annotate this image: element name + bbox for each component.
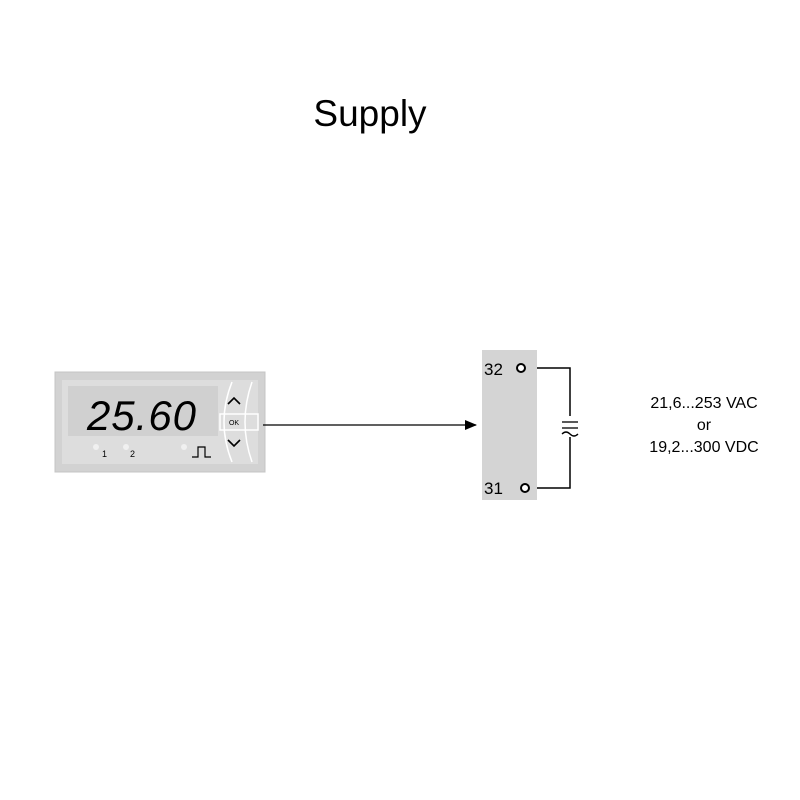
terminal-block: 32 31 xyxy=(482,350,537,500)
ok-button-frame xyxy=(219,413,259,431)
supply-wire xyxy=(537,367,571,489)
terminal-block-body xyxy=(482,350,537,500)
ok-button[interactable]: OK xyxy=(219,413,259,431)
ok-button-label: OK xyxy=(229,420,239,427)
supply-spec-line3: 19,2...300 VDC xyxy=(649,439,758,456)
up-button[interactable] xyxy=(227,396,241,405)
pulse-icon xyxy=(192,446,211,458)
ac-dc-icon xyxy=(561,421,579,437)
led-label-2: 2 xyxy=(130,449,135,459)
down-button[interactable] xyxy=(227,439,241,448)
led-label-1: 1 xyxy=(102,449,107,459)
terminal-31 xyxy=(520,483,530,493)
supply-spec: 21,6...253 VAC or 19,2...300 VDC xyxy=(649,395,758,456)
terminal-32 xyxy=(516,363,526,373)
chevron-up-icon xyxy=(227,396,241,405)
supply-spec-line1: 21,6...253 VAC xyxy=(650,395,757,412)
led-1 xyxy=(93,444,99,450)
button-column-outline xyxy=(223,381,233,463)
supply-spec-line2: or xyxy=(697,417,712,434)
button-column-outline-right xyxy=(244,381,253,463)
chevron-down-icon xyxy=(227,439,241,448)
led-3 xyxy=(181,444,187,450)
panel-meter: 25.60 1 2 OK xyxy=(54,371,266,473)
led-2 xyxy=(123,444,129,450)
display-value: 25.60 xyxy=(86,392,197,439)
terminal-label-32: 32 xyxy=(484,360,503,379)
page-title: Supply xyxy=(313,93,427,134)
display-window xyxy=(68,386,218,436)
terminal-label-31: 31 xyxy=(484,479,503,498)
